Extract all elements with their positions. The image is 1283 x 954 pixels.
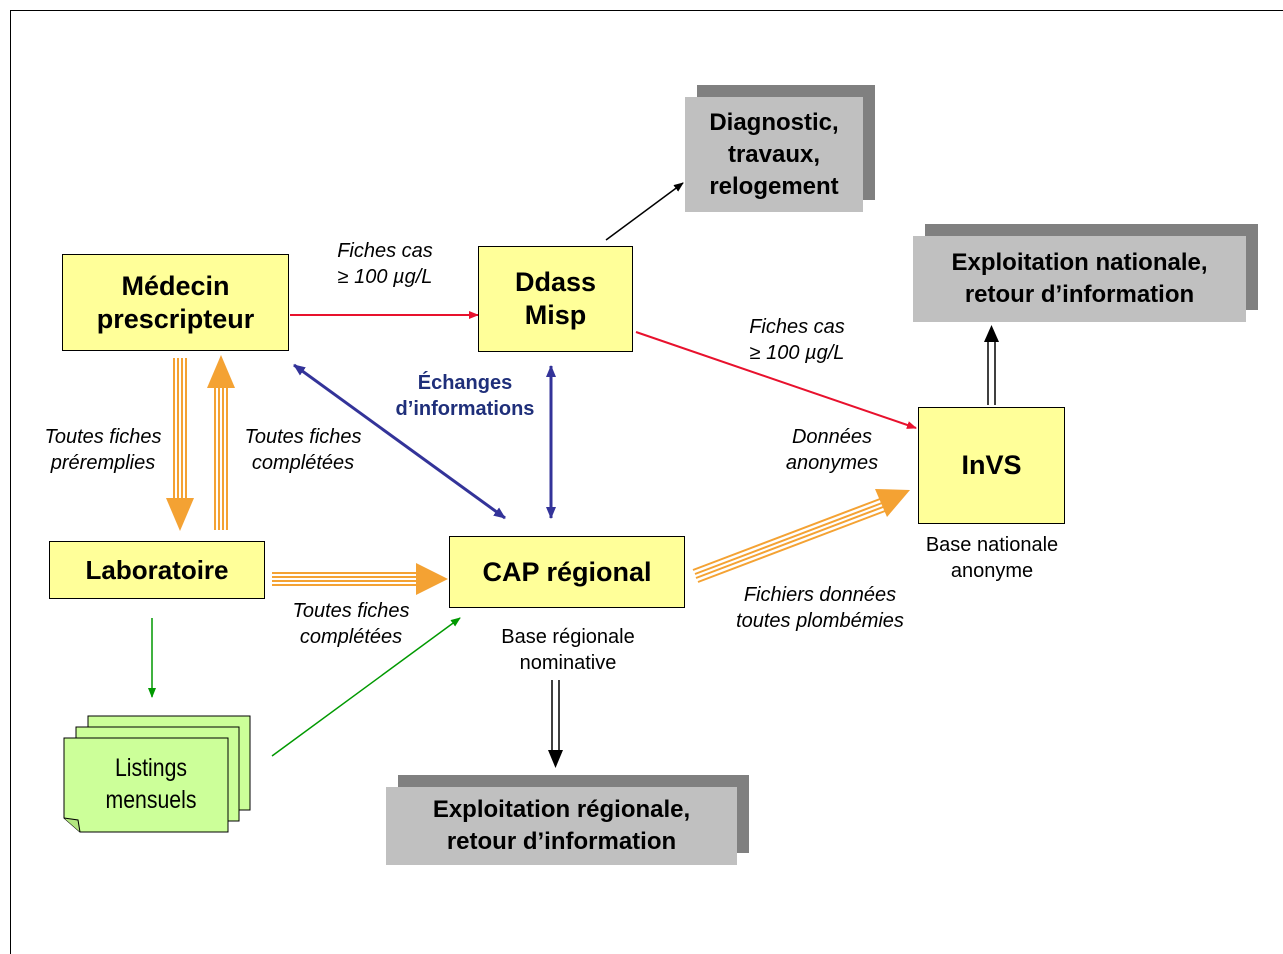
listings-document-stack: [63, 715, 251, 833]
arrow-laboratoire-medecin: [207, 355, 235, 530]
donnees-anonymes-label: Données anonymes: [785, 426, 879, 474]
base-regionale-label: Base régionale nominative: [501, 626, 635, 674]
medecin-prescripteur-node: Médecin prescripteur: [62, 254, 289, 351]
slide-frame: [10, 10, 1283, 954]
ddass-misp-node: Ddass Misp: [478, 246, 633, 352]
exploitation-regionale-label: Exploitation régionale, retour d’informa…: [432, 796, 691, 855]
fiches-cas-label-2: Fiches cas ≥ 100 µg/L: [749, 316, 845, 364]
cap-regional-node: CAP régional: [449, 536, 685, 608]
echanges-informations-label: Échanges d’informations: [395, 372, 535, 420]
exploitation-regionale-node: Exploitation régionale, retour d’informa…: [386, 787, 737, 865]
listings-mensuels-label: Listings mensuels: [105, 754, 197, 814]
fiches-cas-label-1: Fiches cas ≥ 100 µg/L: [337, 240, 433, 288]
arrow-medecin-cap-exchange: [293, 363, 506, 520]
arrow-cap-exploitation-regionale: [548, 680, 563, 768]
laboratoire-node: Laboratoire: [49, 541, 265, 599]
base-nationale-label: Base nationale anonyme: [925, 534, 1059, 582]
arrow-ddass-diagnostic: [605, 182, 684, 241]
diagnostic-travaux-label: Diagnostic, travaux, relogement: [709, 108, 839, 200]
toutes-fiches-preremplies-label: Toutes fiches préremplies: [44, 426, 162, 474]
invs-label: InVS: [961, 450, 1022, 480]
arrow-medecin-laboratoire: [166, 358, 194, 531]
laboratoire-label: Laboratoire: [85, 554, 229, 585]
toutes-fiches-completees-label-1: Toutes fiches complétées: [244, 426, 362, 474]
fichiers-donnees-label: Fichiers données toutes plombémies: [736, 584, 904, 632]
medecin-prescripteur-label: Médecin prescripteur: [96, 270, 255, 334]
arrow-listings-cap: [271, 617, 461, 757]
toutes-fiches-completees-label-2: Toutes fiches complétées: [292, 600, 410, 648]
arrow-cap-invs: [692, 489, 910, 583]
arrow-laboratoire-cap: [272, 563, 448, 595]
exploitation-nationale-label: Exploitation nationale, retour d’informa…: [951, 249, 1208, 308]
arrow-ddass-invs: [635, 331, 917, 429]
invs-node: InVS: [918, 407, 1065, 524]
exploitation-nationale-node: Exploitation nationale, retour d’informa…: [913, 236, 1246, 322]
ddass-misp-label: Ddass Misp: [514, 267, 597, 330]
diagnostic-travaux-node: Diagnostic, travaux, relogement: [685, 97, 863, 212]
cap-regional-label: CAP régional: [482, 556, 652, 587]
arrow-invs-exploitation-nationale: [984, 325, 999, 405]
